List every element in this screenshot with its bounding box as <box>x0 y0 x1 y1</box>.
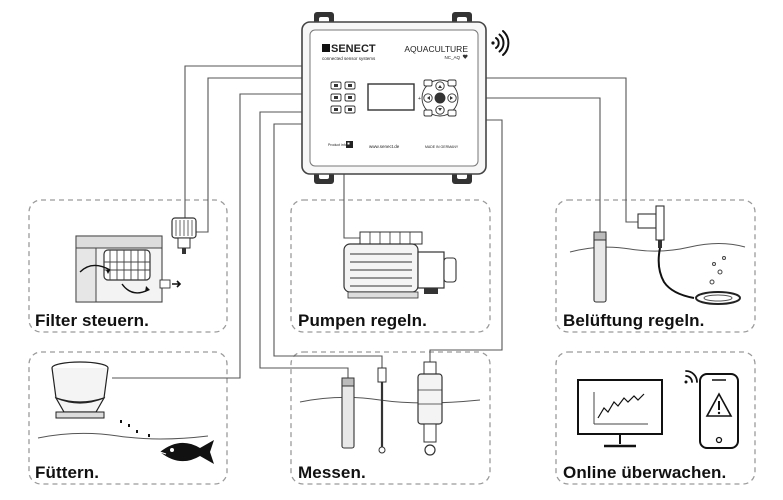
panel-filter <box>28 199 228 333</box>
panel-label-filter: Filter steuern. <box>35 311 149 330</box>
trend-chart-monitor-icon <box>577 379 663 448</box>
controller-tagline: connected sensor systems <box>322 56 376 61</box>
panel-label-fuettern: Füttern. <box>35 463 100 482</box>
senect-logo-icon <box>322 44 330 52</box>
controller-qr-caption: Product info <box>328 143 347 147</box>
wifi-signal-icon <box>491 30 510 56</box>
connection-lines <box>112 65 638 379</box>
wifi-small-icon <box>684 370 698 384</box>
panel-label-online: Online überwachen. <box>563 463 727 482</box>
fish-icon <box>159 440 214 464</box>
panel-label-messen: Messen. <box>298 463 366 482</box>
panel-messen <box>290 351 491 485</box>
panel-label-pumpen: Pumpen regeln. <box>298 311 427 330</box>
sensor-probe-icon-3 <box>417 361 443 456</box>
heart-icon <box>462 54 468 59</box>
water-surface-messen <box>299 396 481 404</box>
sensor-probe-icon <box>593 231 607 303</box>
controller-box: SENECT connected sensor systems AQUACULT… <box>301 12 487 184</box>
panel-fuettern <box>28 351 228 485</box>
sensor-probe-icon-2 <box>377 367 387 454</box>
controller-made-in: MADE IN GERMANY <box>425 145 459 149</box>
controller-product: AQUACULTURE <box>404 44 468 54</box>
air-diffuser-icon <box>657 247 741 305</box>
panel-pumpen <box>290 199 491 333</box>
feeder-icon <box>51 361 109 419</box>
controller-display <box>367 83 415 111</box>
controller-model: NC_AQ <box>444 55 460 60</box>
controller-brand: SENECT <box>331 43 376 55</box>
feed-pellets <box>120 420 150 437</box>
panel-online <box>555 351 756 485</box>
filter-valve-icon <box>171 217 197 254</box>
smartphone-icon <box>699 373 739 449</box>
valve-icon <box>637 205 665 248</box>
filter-drum-icon <box>75 235 182 303</box>
water-surface-fuettern <box>37 432 209 440</box>
pump-icon <box>343 231 457 299</box>
controller-website: www.senect.de <box>369 144 400 149</box>
sensor-probe-icon-1 <box>341 377 355 449</box>
panel-label-belueftung: Belüftung regeln. <box>563 311 705 330</box>
controller-keypad <box>421 79 459 117</box>
panel-belueftung <box>555 199 756 333</box>
svg-text:+: + <box>418 96 421 102</box>
